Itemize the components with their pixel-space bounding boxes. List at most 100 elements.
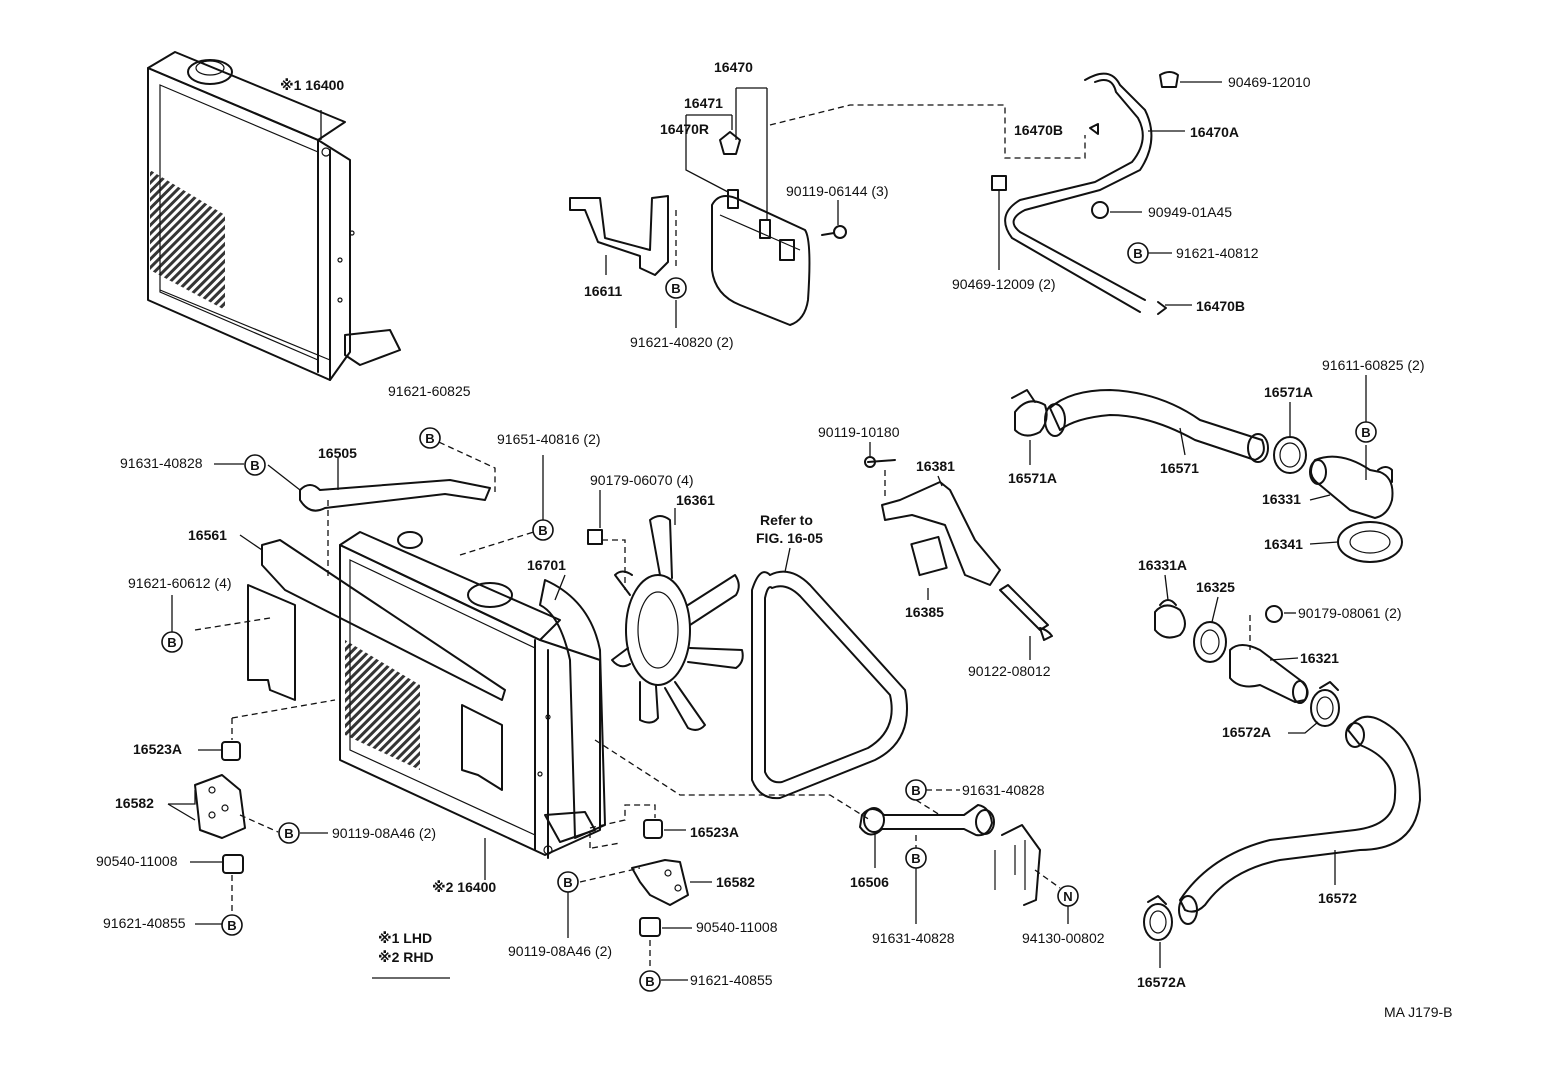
label-16471: 16471 [684,95,723,111]
svg-text:B: B [671,281,680,296]
label-16331A: 16331A [1138,557,1187,573]
label-16582-a: 16582 [115,795,154,811]
label-91621-60612: 91621-60612 (4) [128,575,232,591]
label-16572: 16572 [1318,890,1357,906]
diagram-code: MA J179-B [1384,1004,1452,1020]
support-16582 [631,859,689,906]
label-91621-40812: 91621-40812 [1176,245,1259,261]
reservoir-bracket [569,195,669,276]
svg-text:B: B [425,431,434,446]
label-16331: 16331 [1262,491,1301,507]
hose-clamp-16572A [1310,681,1340,727]
label-16341: 16341 [1264,536,1303,552]
label-16470: 16470 [714,59,753,75]
label-16571A-b: 16571A [1008,470,1057,486]
cooling-fan [587,515,744,731]
marker-b: B [639,970,661,992]
label-16561: 16561 [188,527,227,543]
label-16572A-a: 16572A [1222,724,1271,740]
label-90119-08A46-a: 90119-08A46 (2) [332,825,436,841]
upper-hose [1011,389,1269,463]
label-16523A-b: 16523A [690,824,739,840]
bracket-16381 [864,456,1053,641]
overflow-hose [991,71,1179,315]
marker-b: B [665,277,687,299]
marker-b: B [905,847,927,869]
svg-text:B: B [911,851,920,866]
oil-cooler-hose-16505 [299,479,491,512]
label-16505: 16505 [318,445,357,461]
label-91621-40855-a: 91621-40855 [103,915,186,931]
label-90179-06070: 90179-06070 (4) [590,472,694,488]
marker-b: B [905,779,927,801]
label-90119-10180: 90119-10180 [818,424,900,440]
label-90540-11008-b: 90540-11008 [696,919,778,935]
nut-90179-08061 [1265,605,1283,623]
fan-shroud [539,579,606,839]
label-91621-40855-b: 91621-40855 [690,972,773,988]
marker-b: B [244,454,266,476]
label-16523A-a: 16523A [133,741,182,757]
refer-note-line1: Refer to [760,512,813,528]
oil-cooler-hose-16506 [859,804,995,837]
thermostat-16331A [1154,599,1186,639]
label-16400-rhd: ※2 16400 [432,879,496,895]
marker-b: B [278,822,300,844]
label-16506: 16506 [850,874,889,890]
label-90119-08A46-b: 90119-08A46 (2) [508,943,612,959]
label-91611-60825: 91611-60825 (2) [1322,357,1424,373]
label-16321: 16321 [1300,650,1339,666]
water-inlet-16321 [1229,644,1309,704]
marker-b: B [221,914,243,936]
label-16572A-b: 16572A [1137,974,1186,990]
label-90469-12010: 90469-12010 [1228,74,1311,90]
label-16611: 16611 [584,283,622,299]
gasket-16325 [1193,621,1227,663]
label-91651-40816: 91651-40816 (2) [497,431,601,447]
support-16582 [194,774,246,839]
v-belt [751,570,908,800]
marker-b: B [161,631,183,653]
label-91621-60825: 91621-60825 [388,383,471,399]
svg-text:N: N [1063,889,1072,904]
marker-b: B [1127,242,1149,264]
label-16571: 16571 [1160,460,1199,476]
label-90179-08061: 90179-08061 (2) [1298,605,1402,621]
label-16701: 16701 [527,557,566,573]
refer-note-line2: FIG. 16-05 [756,530,823,546]
cushion-16523A [221,741,241,761]
lower-hose [1178,715,1421,925]
label-91621-40820: 91621-40820 (2) [630,334,734,350]
label-16470B-b: 16470B [1196,298,1245,314]
marker-n: N [1057,885,1079,907]
label-16381: 16381 [916,458,955,474]
label-90122-08012: 90122-08012 [968,663,1051,679]
svg-text:B: B [167,635,176,650]
label-91631-40828-c: 91631-40828 [872,930,955,946]
svg-text:B: B [284,826,293,841]
cushion-16523A [643,819,663,839]
svg-text:B: B [227,918,236,933]
label-90469-12009: 90469-12009 (2) [952,276,1056,292]
marker-b: B [557,871,579,893]
clip-94130 [994,824,1041,906]
label-16400-lhd: ※1 16400 [280,77,344,93]
svg-text:B: B [563,875,572,890]
svg-text:B: B [250,458,259,473]
cushion-90540 [639,917,661,937]
label-16582-b: 16582 [716,874,755,890]
label-91631-40828-a: 91631-40828 [120,455,203,471]
air-guide-16561 [247,539,506,791]
svg-text:B: B [1361,425,1370,440]
svg-text:B: B [1133,246,1142,261]
label-91631-40828-b: 91631-40828 [962,782,1045,798]
marker-b: B [419,427,441,449]
svg-text:B: B [911,783,920,798]
label-16571A-a: 16571A [1264,384,1313,400]
legend-lhd: ※1 LHD [378,930,432,946]
label-16470B-a: 16470B [1014,122,1063,138]
label-16470R: 16470R [660,121,709,137]
legend-rhd: ※2 RHD [378,949,434,965]
hose-clamp-16571A [1273,436,1307,474]
